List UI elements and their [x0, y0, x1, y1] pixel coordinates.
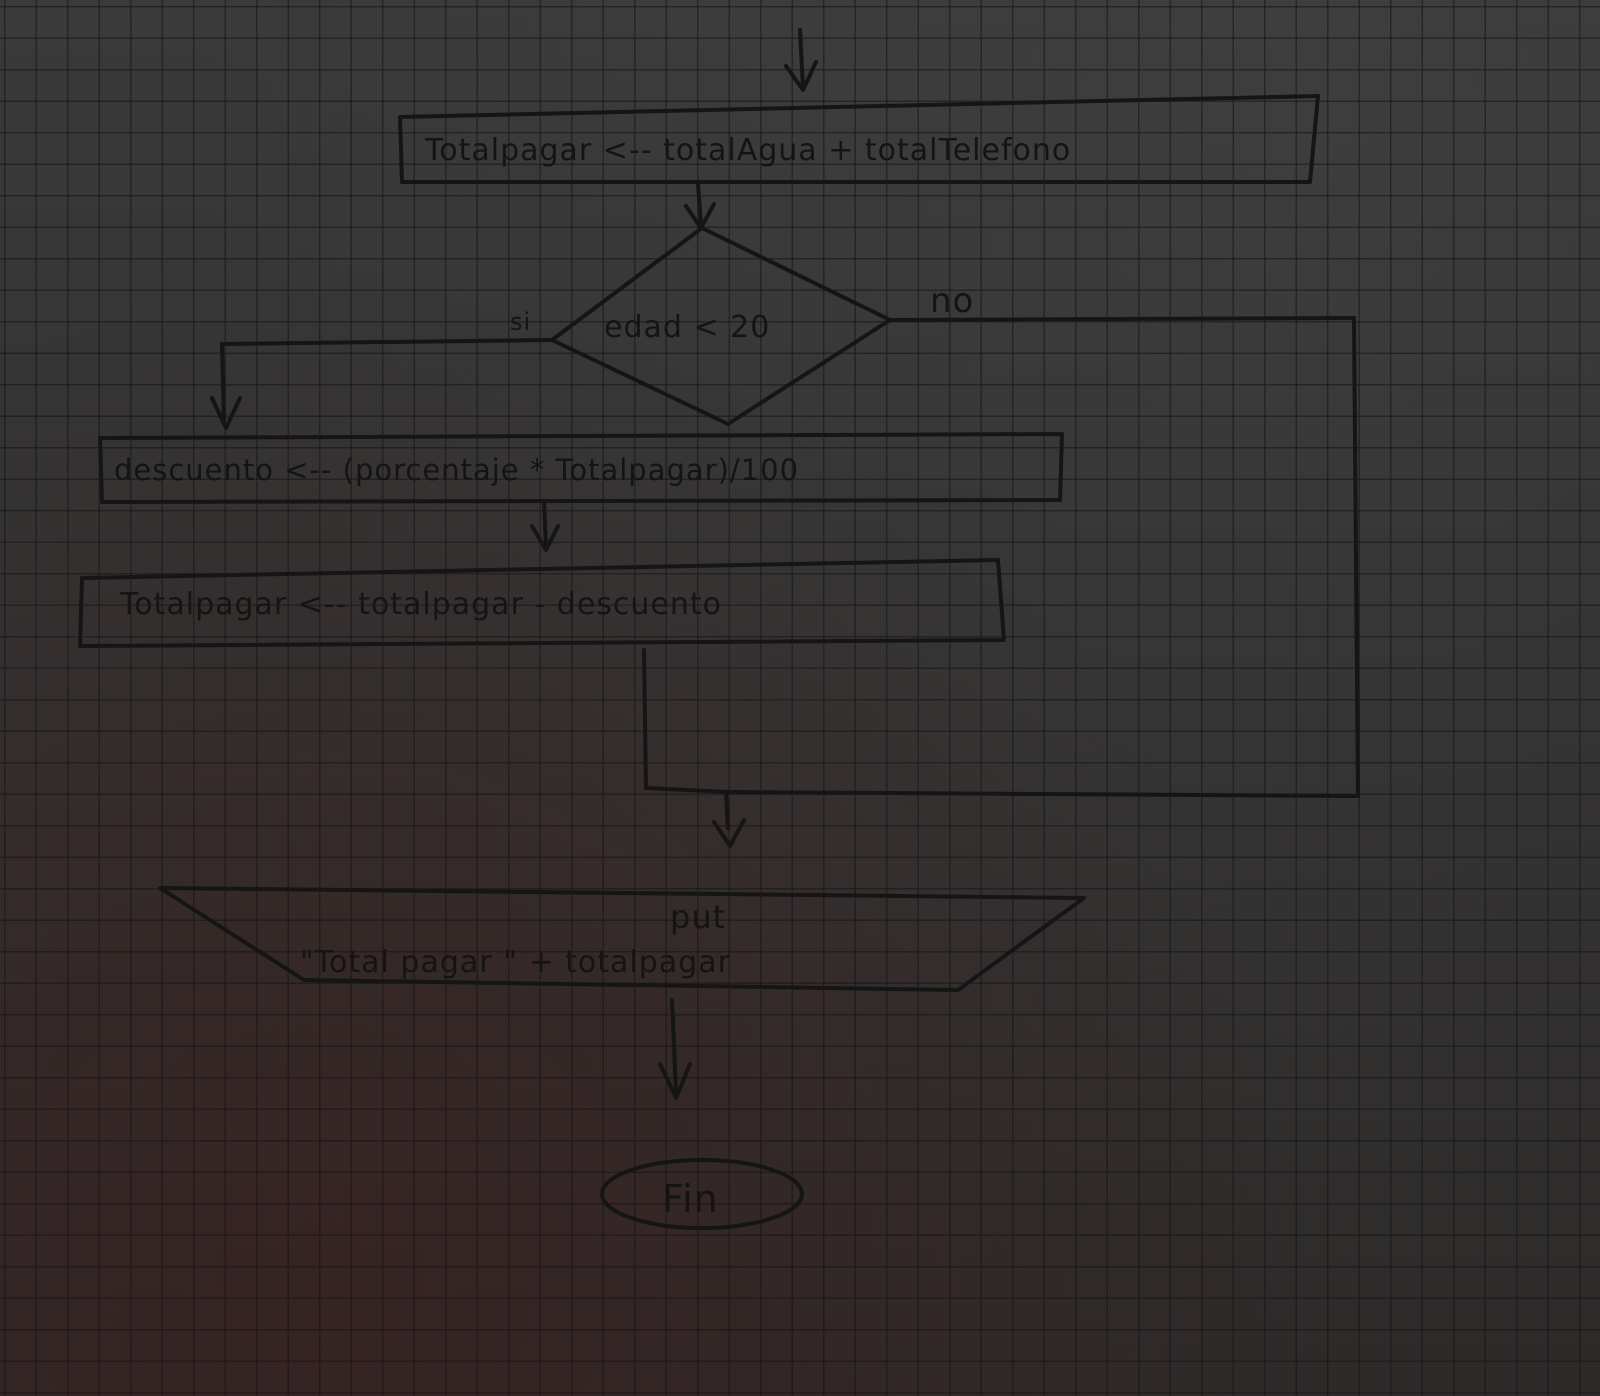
output-shape: put "Total pagar " + totalpagar — [158, 886, 1086, 992]
condition-text: edad < 20 — [604, 310, 770, 345]
assign-total-text: Totalpagar <-- totalAgua + totalTelefono — [424, 133, 1071, 168]
output-text: "Total pagar " + totalpagar — [300, 945, 731, 980]
yes-branch-line — [210, 338, 554, 430]
merge-line — [642, 648, 746, 848]
arrow-to-end — [658, 998, 692, 1100]
subtract-box: Totalpagar <-- totalpagar - descuento — [78, 558, 1006, 648]
yes-label: si — [510, 308, 531, 336]
decision-diamond: edad < 20 — [550, 226, 892, 426]
no-label: no — [930, 281, 974, 321]
subtract-text: Totalpagar <-- totalpagar - descuento — [119, 587, 722, 622]
assign-total-box: Totalpagar <-- totalAgua + totalTelefono — [398, 94, 1320, 184]
arrow-to-decision — [684, 182, 716, 230]
entry-arrow — [784, 28, 818, 92]
arrow-to-subtract — [530, 500, 560, 552]
no-branch-line — [726, 316, 1360, 798]
end-terminal: Fin — [600, 1158, 804, 1230]
discount-box: descuento <-- (porcentaje * Totalpagar)/… — [98, 432, 1064, 504]
end-text: Fin — [662, 1177, 719, 1221]
output-keyword: put — [670, 898, 726, 936]
discount-text: descuento <-- (porcentaje * Totalpagar)/… — [114, 453, 799, 487]
